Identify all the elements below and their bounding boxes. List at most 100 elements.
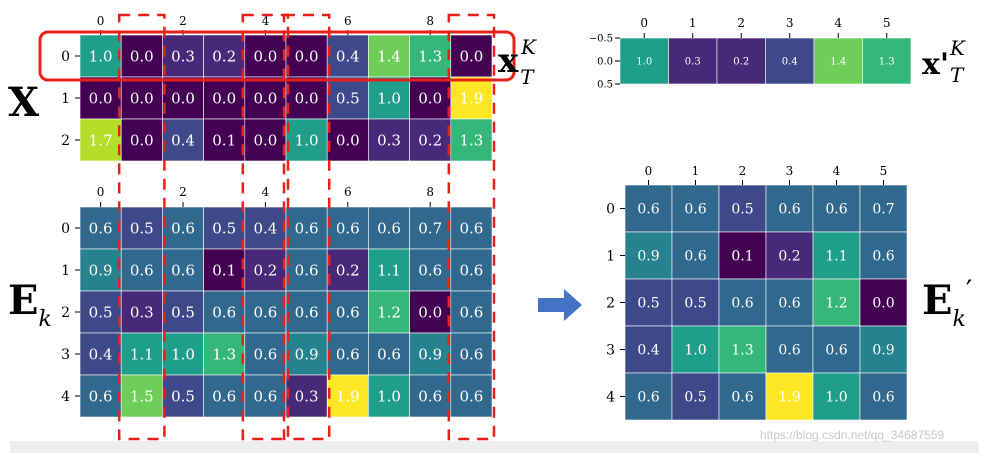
heatmap-cell [859,325,908,374]
heatmap-cell [765,278,814,327]
heatmap-cell [285,290,328,334]
col-tick-label: 6 [344,185,352,199]
heatmap-cell [285,34,328,78]
heatmap-cell [716,37,766,85]
col-tick-label: 2 [179,185,187,199]
heatmap-cell [624,372,673,421]
label-xtk-sup: K [520,35,537,59]
cell-value: 1.0 [295,131,319,149]
heatmap-cell [624,231,673,280]
col-tick-label: 0 [645,164,653,178]
cell-value: 0.6 [377,345,401,363]
cell-value: 0.6 [89,387,113,405]
cell-value: 1.1 [130,345,154,363]
cell-value: 0.5 [171,303,195,321]
heatmap-cell [671,372,720,421]
cell-value: 0.6 [825,342,847,358]
cell-value: 1.4 [830,57,846,68]
heatmap-cell [812,184,861,233]
cell-value: 0.6 [336,303,360,321]
heatmap-cell [368,248,410,292]
heatmap-cell [862,37,912,85]
heatmap-cell [859,184,908,233]
heatmap-cell [812,325,861,374]
cell-value: 0.4 [336,47,360,65]
selection-overlay [38,13,516,441]
cell-value: 0.2 [212,47,236,65]
cell-value: 0.6 [336,345,360,363]
heatmap-cell [285,248,328,292]
label-ek-prime: Ek′ [922,274,972,332]
label-xtk-prime: x' [922,47,949,82]
row-tick-label: 1 [606,249,615,265]
col-tick-label: 4 [262,14,270,28]
cell-value: 0.0 [418,89,442,107]
row-tick-label: 2 [61,305,70,321]
col-tick-label: 2 [179,14,187,28]
cell-value: 0.1 [212,131,236,149]
cell-value: 0.2 [253,261,277,279]
cell-value: 0.6 [253,387,277,405]
cell-value: 0.6 [295,219,319,237]
cell-value: 0.0 [253,89,277,107]
selected-column-box [447,13,496,441]
cell-value: 0.6 [253,345,277,363]
row-tick-label: 2 [606,296,615,312]
cell-value: 0.6 [872,248,894,264]
heatmap-cell [162,374,204,418]
heatmap-cell [812,372,861,421]
label-xtk-prime-sub: T [950,63,965,87]
cell-value: 0.6 [459,387,483,405]
cell-value: 0.6 [637,201,659,217]
heatmap-cell [244,332,287,376]
cell-value: 0.0 [872,295,894,311]
cell-value: 0.0 [253,131,277,149]
cell-value: 0.5 [212,219,236,237]
cell-value: 0.0 [89,89,113,107]
cell-value: 0.0 [212,89,236,107]
heatmap-cell [285,206,328,250]
heatmap-cell [120,34,163,78]
heatmap-cell [120,248,163,292]
heatmap-cell [162,206,204,250]
cell-value: 0.2 [778,248,800,264]
cell-value: 0.6 [637,389,659,405]
cell-value: 1.2 [377,303,401,321]
cell-value: 0.6 [89,219,113,237]
cell-value: 1.2 [825,295,847,311]
cell-value: 0.7 [418,219,442,237]
cell-value: 0.3 [295,387,319,405]
heatmap-cell [203,248,246,292]
heatmap-cell [619,37,669,85]
cell-value: 0.6 [212,387,236,405]
heatmap-cell [285,76,328,120]
cell-value: 0.5 [336,89,360,107]
cell-value: 0.0 [130,89,154,107]
col-tick-label: 2 [739,164,747,178]
cell-value: 0.5 [731,201,753,217]
cell-value: 0.9 [418,345,442,363]
heatmap-cell [718,325,767,374]
footer-strip [10,441,979,453]
cell-value: 0.6 [171,219,195,237]
cell-value: 1.3 [212,345,236,363]
heatmap-cell [812,278,861,327]
cell-value: 0.2 [733,57,749,68]
heatmap-cell [326,332,369,376]
selected-column-box [241,13,290,441]
col-tick-label: 8 [426,14,434,28]
heatmap-cell [368,118,410,162]
cell-value: 0.6 [418,261,442,279]
col-tick-label: 8 [426,185,434,199]
heatmap-cell [326,118,369,162]
col-tick-label: 5 [880,164,888,178]
cell-value: 0.3 [377,131,401,149]
col-tick-label: 2 [737,16,745,30]
cell-value: 0.6 [778,342,800,358]
row-tick-label: 2 [61,133,70,149]
heatmap-cell [765,231,814,280]
cell-value: 0.6 [459,345,483,363]
heatmap-cell [812,231,861,280]
heatmap-cell [203,34,246,78]
cell-value: 0.6 [171,261,195,279]
